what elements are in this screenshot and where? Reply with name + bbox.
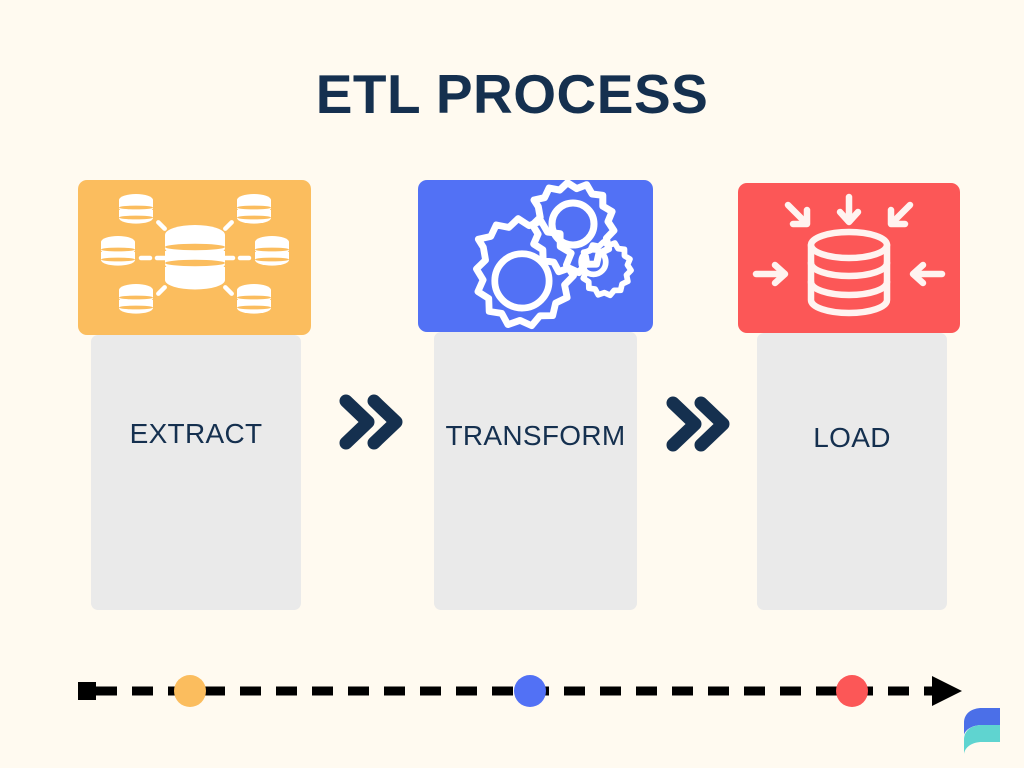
database-inbound-arrows-icon <box>752 193 946 317</box>
stage-header-load <box>738 183 960 333</box>
connector-transform-to-load <box>663 393 733 455</box>
timeline-start-marker <box>78 682 96 700</box>
brand-logo-icon <box>964 708 1000 754</box>
stage-body-load <box>757 333 947 610</box>
timeline-marker-load[interactable] <box>836 675 868 707</box>
timeline-marker-extract[interactable] <box>174 675 206 707</box>
distributed-databases-icon <box>101 194 289 314</box>
double-chevron-right-icon <box>339 394 403 450</box>
connector-extract-to-transform <box>336 391 406 453</box>
dashed-arrow-timeline-icon <box>78 675 962 707</box>
timeline-end-arrowhead <box>932 676 962 706</box>
process-timeline <box>70 660 970 720</box>
brand-logo[interactable] <box>958 705 1006 757</box>
double-chevron-right-icon <box>666 396 730 452</box>
page-title: ETL PROCESS <box>315 63 709 125</box>
stage-label-load: LOAD <box>813 422 891 453</box>
stage-header-transform <box>418 180 653 332</box>
stage-header-extract <box>78 180 311 335</box>
gears-icon <box>473 180 634 330</box>
timeline-marker-transform[interactable] <box>514 675 546 707</box>
stage-label-extract: EXTRACT <box>129 418 263 449</box>
stage-label-transform: TRANSFORM <box>445 420 626 451</box>
stage-body-extract <box>91 335 301 610</box>
stage-body-transform <box>434 332 637 610</box>
